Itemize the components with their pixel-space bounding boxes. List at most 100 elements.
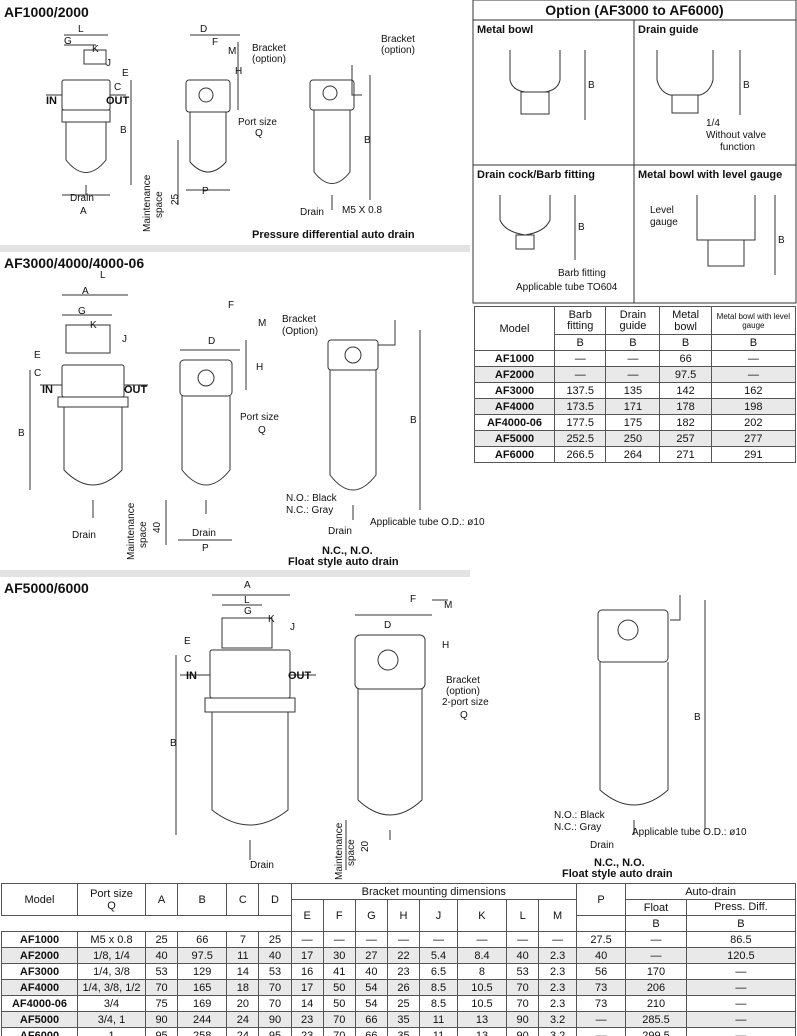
- callout-label: Q: [255, 128, 263, 139]
- value-cell: —: [538, 931, 577, 948]
- value-cell: 73: [575, 979, 627, 996]
- value-cell: 73: [575, 995, 627, 1012]
- dim-label: J: [106, 58, 111, 69]
- value-cell: 2.3: [538, 995, 577, 1012]
- dim-label: B: [778, 235, 785, 246]
- callout-label: Bracket: [282, 314, 316, 325]
- table-header: F: [322, 899, 356, 932]
- value-cell: 54: [354, 995, 388, 1012]
- value-cell: 8.5: [419, 979, 458, 996]
- callout-label: Applicable tube O.D.: ø10: [370, 517, 485, 528]
- value-cell: 135: [605, 382, 661, 399]
- value-cell: 23: [290, 1011, 324, 1028]
- dim-label: A: [244, 580, 251, 591]
- value-cell: —: [625, 947, 687, 964]
- table-header: Model: [474, 306, 555, 351]
- value-cell: 206: [625, 979, 687, 996]
- value-cell: 16: [290, 963, 324, 980]
- dim-label: L: [244, 595, 250, 606]
- dim-label: C: [114, 82, 122, 93]
- value-cell: 162: [710, 382, 797, 399]
- value-cell: 120.5: [685, 947, 797, 964]
- callout-label: Bracket: [446, 675, 480, 686]
- value-cell: —: [685, 979, 797, 996]
- value-cell: 40: [506, 947, 540, 964]
- model-cell: AF6000: [1, 1027, 78, 1036]
- value-cell: 54: [354, 979, 388, 996]
- callout-label: Q: [460, 710, 468, 721]
- value-cell: 70: [144, 979, 179, 996]
- value-cell: 24: [226, 1011, 260, 1028]
- model-cell: AF3000: [1, 963, 78, 980]
- dim-label: B: [588, 80, 595, 91]
- value-cell: 90: [506, 1027, 540, 1036]
- value-cell: 90: [506, 1011, 540, 1028]
- panel-title-drain-cock: Drain cock/Barb fitting: [477, 169, 595, 181]
- value-cell: 23: [290, 1027, 324, 1036]
- dim-label: K: [90, 320, 97, 331]
- value-cell: —: [553, 366, 607, 383]
- value-cell: 35: [386, 1027, 421, 1036]
- value-cell: M5 x 0.8: [77, 931, 146, 948]
- value-cell: —: [625, 931, 687, 948]
- callout-label: Port size: [238, 117, 277, 128]
- dim-label: F: [228, 300, 235, 311]
- value-cell: 90: [144, 1011, 179, 1028]
- value-cell: 202: [710, 414, 797, 431]
- value-cell: 244: [177, 1011, 228, 1028]
- value-cell: 23: [386, 963, 421, 980]
- value-cell: 264: [605, 446, 661, 463]
- value-cell: 25: [144, 931, 179, 948]
- caption: Float style auto drain: [562, 868, 673, 880]
- value-cell: 50: [322, 995, 356, 1012]
- value-cell: 66: [354, 1011, 388, 1028]
- dim-label: B: [170, 738, 177, 749]
- value-cell: 6.5: [419, 963, 458, 980]
- value-cell: 70: [258, 995, 292, 1012]
- table-subheader: B: [685, 915, 797, 932]
- section-title-af5000: AF5000/6000: [4, 580, 89, 596]
- model-cell: AF5000: [474, 430, 555, 447]
- value-cell: 10.5: [456, 995, 508, 1012]
- value-cell: 95: [144, 1027, 179, 1036]
- value-cell: 40: [258, 947, 292, 964]
- caption: N.C., N.O.: [594, 857, 645, 869]
- panel-title-metal-bowl: Metal bowl: [477, 24, 534, 36]
- value-cell: 66: [177, 931, 228, 948]
- model-cell: AF3000: [474, 382, 555, 399]
- table-header: Press. Diff.: [685, 899, 797, 916]
- table-header: Barb fitting: [553, 306, 607, 335]
- value-cell: —: [685, 1027, 797, 1036]
- dim-label: C: [34, 368, 42, 379]
- drain-label: Drain: [328, 526, 352, 537]
- section-divider: [0, 570, 470, 577]
- value-cell: 2.3: [538, 963, 577, 980]
- dim-label: D: [208, 336, 216, 347]
- value-cell: 11: [226, 947, 260, 964]
- in-label: IN: [46, 95, 57, 107]
- note-label: Without valve: [706, 130, 767, 141]
- table-header: G: [354, 899, 388, 932]
- model-cell: AF4000-06: [1, 995, 78, 1012]
- value-cell: 165: [177, 979, 228, 996]
- dim-label: F: [410, 594, 417, 605]
- value-cell: 169: [177, 995, 228, 1012]
- value-cell: 170: [625, 963, 687, 980]
- dim-label: B: [694, 712, 701, 723]
- table-header: C: [226, 883, 260, 916]
- callout-label: M5 X 0.8: [342, 205, 383, 216]
- value-cell: 198: [710, 398, 797, 415]
- model-cell: AF4000: [1, 979, 78, 996]
- value-cell: 3.2: [538, 1011, 577, 1028]
- value-cell: —: [685, 963, 797, 980]
- dim-label: E: [122, 68, 129, 79]
- value-cell: 26: [386, 979, 421, 996]
- value-cell: 25: [258, 931, 292, 948]
- callout-label: Level: [650, 205, 674, 216]
